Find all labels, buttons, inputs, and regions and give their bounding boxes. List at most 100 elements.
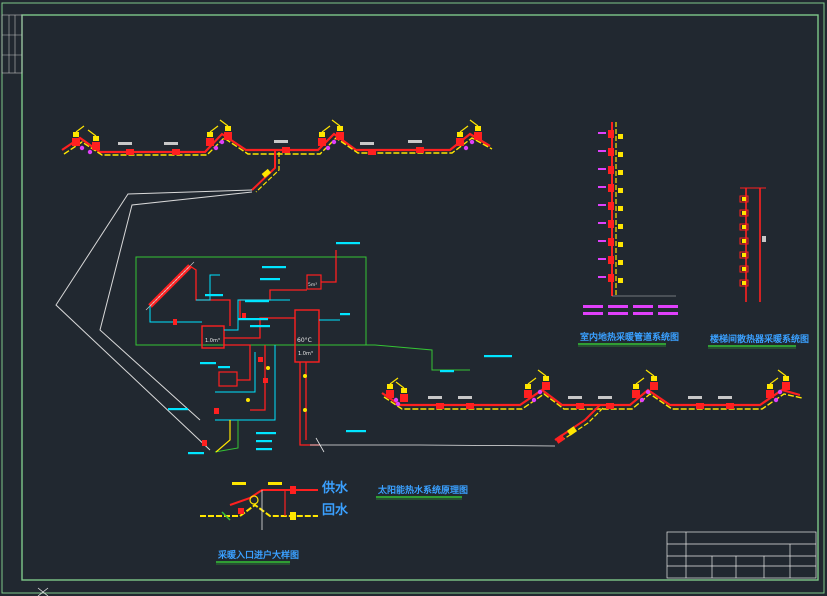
valve-body [72,138,80,146]
pipe-tag-dot [469,139,475,145]
riser-note-mark [608,312,628,315]
valve-stem [777,369,787,377]
riser-valve [608,238,614,246]
right-heating-line [381,388,803,444]
riser-note-mark [633,312,653,315]
riser-note-mark [658,305,678,308]
pipe-tag-dot [331,139,337,145]
valve-stem [469,119,479,127]
dn-tag-mark [718,396,732,399]
inner-frame [21,14,819,581]
valve-body [766,390,774,398]
indoor-heating-title: 室内地热采暖管道系统图 [580,331,679,343]
valve-body [92,142,100,150]
dn-tag-mark [408,140,422,143]
riser-note-mark [608,305,628,308]
branch-valve [555,434,565,444]
heater-box [218,371,238,387]
radiator [739,251,749,259]
valve-stem [527,377,537,385]
riser-valve-group [583,130,678,315]
riser-tag [598,222,606,224]
valve-stem [219,119,229,127]
branch-fitting [567,426,577,436]
right-tank-temp-label: 60°C [297,337,312,344]
pipe-tag-dot [325,145,331,151]
valve-handle [93,136,99,141]
radiator-valve [742,197,746,201]
riser-fitting [618,206,623,211]
radiator-valve [742,267,746,271]
riser-fitting [618,188,623,193]
valve-body [318,138,326,146]
system-annotation-group [168,242,512,455]
riser-valve [608,166,614,174]
riser-tag [598,168,606,170]
valve-handle [475,126,481,131]
annotation-mark [484,355,512,358]
valve-stem [389,377,399,385]
pipe-tag-dot [393,397,399,403]
riser-fitting [618,134,623,139]
inline-fitting [368,149,376,155]
dn-tag-mark [274,140,288,143]
riser-fitting [618,260,623,265]
inline-fitting [436,403,444,409]
valve-handle [525,384,531,389]
valve-body [650,382,658,390]
valve-body [782,382,790,390]
pipe-tag-dot [537,389,543,395]
pipe-tag-dot [645,389,651,395]
top-branch [251,150,280,193]
valve-stem [321,125,331,133]
riser-tag [598,240,606,242]
valve-handle [401,388,407,393]
dn-tag-mark [568,396,582,399]
annotation-mark [336,242,360,245]
valve-handle [387,384,393,389]
annotation-mark [238,318,268,321]
stair-heating-title: 楼梯间散热器采暖系统图 [710,333,809,345]
right-storage-tank [294,309,320,363]
inline-fitting [172,149,180,155]
valve-handle [207,132,213,137]
riser-note-mark [633,305,653,308]
pipe-tag-dot [79,145,85,151]
annotation-mark [205,294,223,297]
riser-fitting [618,152,623,157]
riser-valve [608,184,614,192]
annotation-mark [340,313,350,316]
dn-tag-mark [458,396,472,399]
title-block [666,531,817,579]
radiator [739,223,749,231]
inline-fitting [606,403,614,409]
valve-stem [537,369,547,377]
dn-tag-mark [360,142,374,145]
inline-fitting [466,403,474,409]
radiator [739,237,749,245]
annotation-mark [262,266,286,269]
pipe-tag-dot [531,397,537,403]
valve-stem [75,125,85,133]
riser-fitting [618,242,623,247]
annotation-mark [256,448,272,451]
radiator-valve [742,211,746,215]
entry-detail [200,482,318,530]
annotation-mark [440,370,454,373]
riser-fitting [618,224,623,229]
pipe-tag-dot [639,397,645,403]
valve-handle [651,376,657,381]
annotation-mark [168,408,188,411]
stair-radiator-group [739,195,766,287]
valve-body [386,390,394,398]
riser-tag [598,276,606,278]
annotation-mark [188,452,204,455]
annotation-mark [250,325,270,328]
radiator [739,279,749,287]
dn-tag-mark [688,396,702,399]
riser-tag [598,204,606,206]
valve-handle [337,126,343,131]
valve-body [456,138,464,146]
